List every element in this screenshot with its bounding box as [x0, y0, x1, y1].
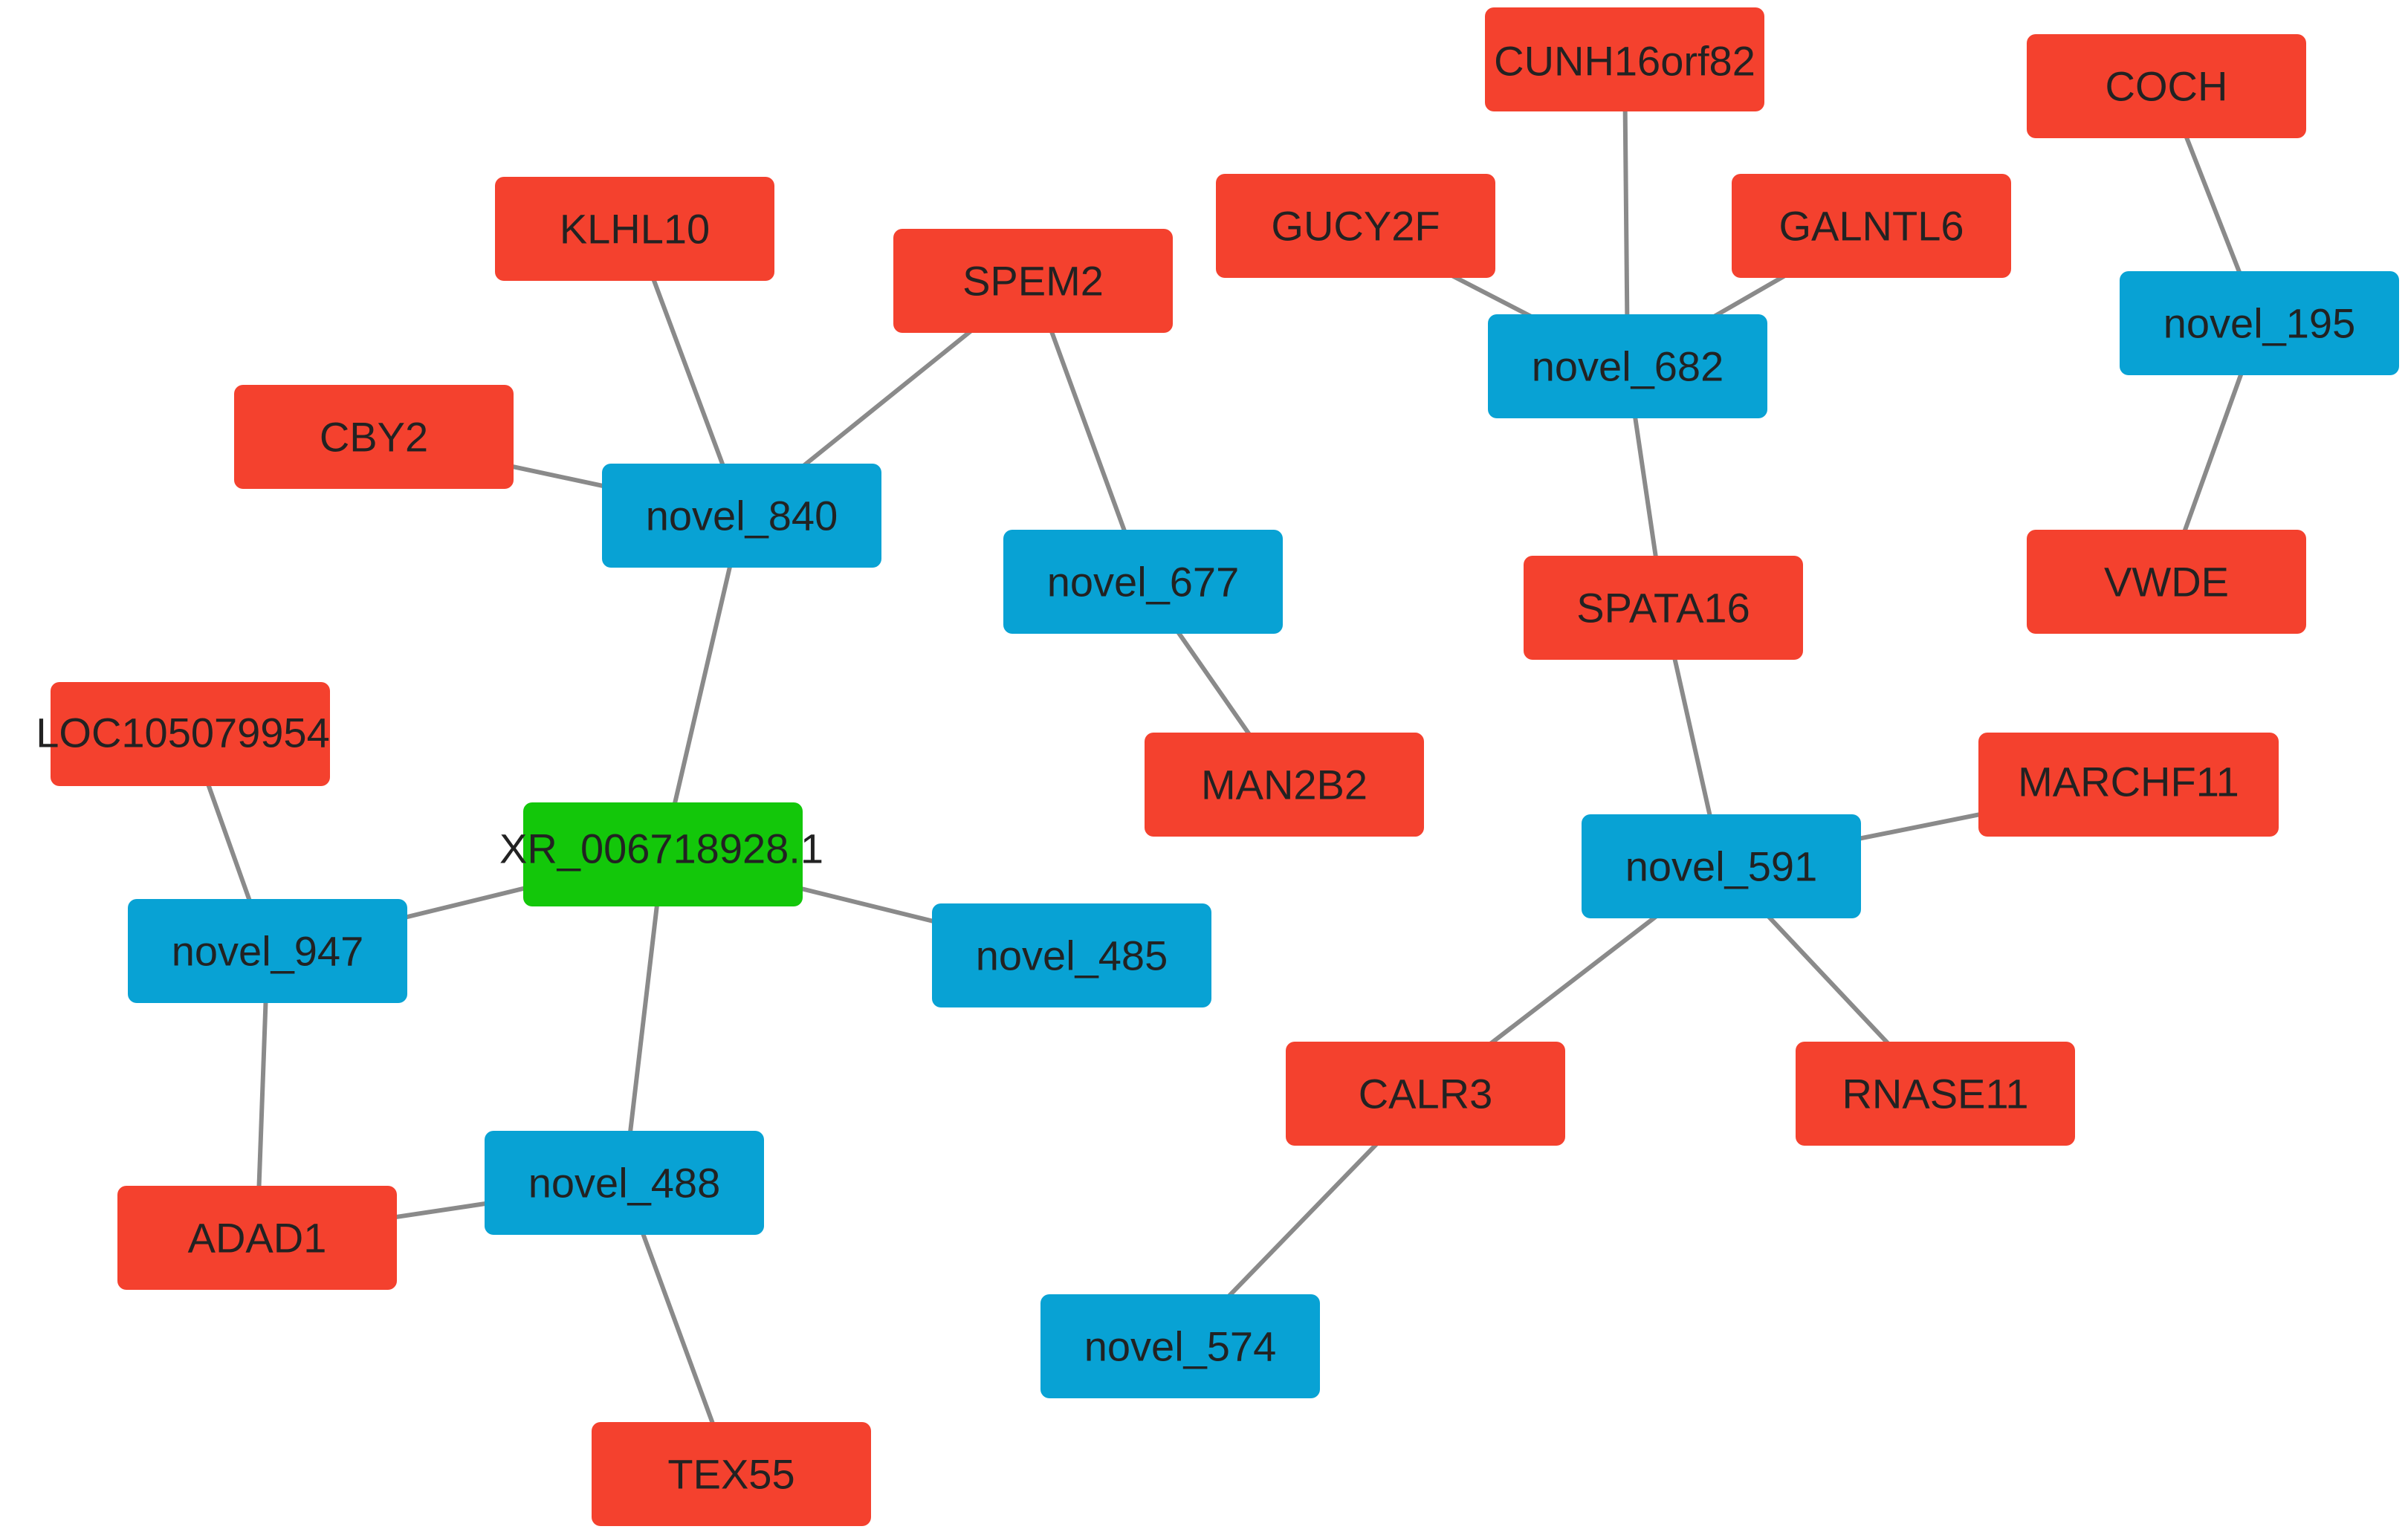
node-novel_195: novel_195	[2120, 271, 2399, 375]
node-label-novel_591: novel_591	[1625, 843, 1817, 890]
node-label-CUNH16orf82: CUNH16orf82	[1494, 38, 1755, 85]
node-label-novel_682: novel_682	[1532, 343, 1724, 390]
node-label-MAN2B2: MAN2B2	[1201, 762, 1368, 808]
node-ADAD1: ADAD1	[117, 1186, 397, 1290]
edge-novel_840-XR_006718928.1	[661, 513, 744, 857]
node-KLHL10: KLHL10	[495, 177, 774, 281]
node-GALNTL6: GALNTL6	[1732, 174, 2011, 278]
node-MARCHF11: MARCHF11	[1978, 733, 2279, 837]
node-novel_840: novel_840	[602, 464, 881, 568]
node-box-ADAD1	[117, 1186, 397, 1290]
node-GUCY2F: GUCY2F	[1216, 174, 1495, 278]
node-novel_591: novel_591	[1582, 814, 1861, 918]
node-LOC105079954: LOC105079954	[36, 682, 330, 786]
node-box-GALNTL6	[1732, 174, 2011, 278]
node-label-novel_947: novel_947	[172, 928, 363, 975]
node-box-LOC105079954	[51, 682, 330, 786]
node-novel_682: novel_682	[1488, 314, 1767, 418]
node-novel_574: novel_574	[1040, 1294, 1320, 1398]
node-label-XR_006718928.1: XR_006718928.1	[499, 825, 823, 872]
node-box-MARCHF11	[1978, 733, 2279, 837]
node-label-COCH: COCH	[2106, 63, 2228, 110]
node-box-novel_488	[485, 1131, 764, 1235]
node-novel_677: novel_677	[1003, 530, 1283, 634]
node-box-novel_947	[128, 899, 407, 1003]
node-box-novel_195	[2120, 271, 2399, 375]
node-box-SPATA16	[1524, 556, 1803, 660]
node-label-CBY2: CBY2	[320, 414, 428, 461]
node-CBY2: CBY2	[234, 385, 514, 489]
node-label-VWDE: VWDE	[2104, 559, 2229, 606]
node-label-TEX55: TEX55	[667, 1451, 794, 1498]
node-label-novel_488: novel_488	[528, 1160, 720, 1207]
node-label-novel_840: novel_840	[646, 493, 838, 539]
node-box-TEX55	[592, 1422, 871, 1526]
node-TEX55: TEX55	[592, 1422, 871, 1526]
node-CUNH16orf82: CUNH16orf82	[1485, 7, 1764, 111]
node-label-ADAD1: ADAD1	[188, 1215, 327, 1262]
node-label-KLHL10: KLHL10	[560, 206, 710, 253]
node-label-GUCY2F: GUCY2F	[1271, 203, 1440, 250]
edge-XR_006718928.1-novel_488	[622, 852, 665, 1185]
node-box-VWDE	[2027, 530, 2306, 634]
node-label-MARCHF11: MARCHF11	[2018, 759, 2239, 805]
node-label-novel_677: novel_677	[1047, 559, 1239, 606]
node-box-CALR3	[1286, 1042, 1565, 1146]
node-box-GUCY2F	[1216, 174, 1495, 278]
node-box-novel_485	[932, 903, 1211, 1007]
node-box-novel_682	[1488, 314, 1767, 418]
node-label-novel_574: novel_574	[1084, 1323, 1276, 1370]
node-novel_485: novel_485	[932, 903, 1211, 1007]
node-box-KLHL10	[495, 177, 774, 281]
node-label-novel_485: novel_485	[976, 932, 1168, 979]
node-box-COCH	[2027, 34, 2306, 138]
node-MAN2B2: MAN2B2	[1145, 733, 1424, 837]
node-box-CBY2	[234, 385, 514, 489]
node-label-RNASE11: RNASE11	[1842, 1071, 2028, 1117]
node-SPATA16: SPATA16	[1524, 556, 1803, 660]
node-label-GALNTL6: GALNTL6	[1779, 203, 1964, 250]
node-novel_947: novel_947	[128, 899, 407, 1003]
node-RNASE11: RNASE11	[1796, 1042, 2075, 1146]
node-label-SPEM2: SPEM2	[962, 258, 1104, 305]
node-box-novel_677	[1003, 530, 1283, 634]
node-label-SPATA16: SPATA16	[1576, 585, 1750, 632]
node-label-novel_195: novel_195	[2163, 300, 2355, 347]
node-box-novel_840	[602, 464, 881, 568]
node-XR_006718928.1: XR_006718928.1	[499, 802, 823, 906]
node-box-MAN2B2	[1145, 733, 1424, 837]
node-COCH: COCH	[2027, 34, 2306, 138]
node-box-novel_574	[1040, 1294, 1320, 1398]
node-box-novel_591	[1582, 814, 1861, 918]
node-VWDE: VWDE	[2027, 530, 2306, 634]
node-box-SPEM2	[893, 229, 1173, 333]
node-box-XR_006718928.1	[523, 802, 803, 906]
node-box-CUNH16orf82	[1485, 7, 1764, 111]
node-label-LOC105079954: LOC105079954	[36, 710, 329, 756]
node-novel_488: novel_488	[485, 1131, 764, 1235]
node-CALR3: CALR3	[1286, 1042, 1565, 1146]
node-label-CALR3: CALR3	[1359, 1071, 1493, 1117]
node-box-RNASE11	[1796, 1042, 2075, 1146]
node-SPEM2: SPEM2	[893, 229, 1173, 333]
